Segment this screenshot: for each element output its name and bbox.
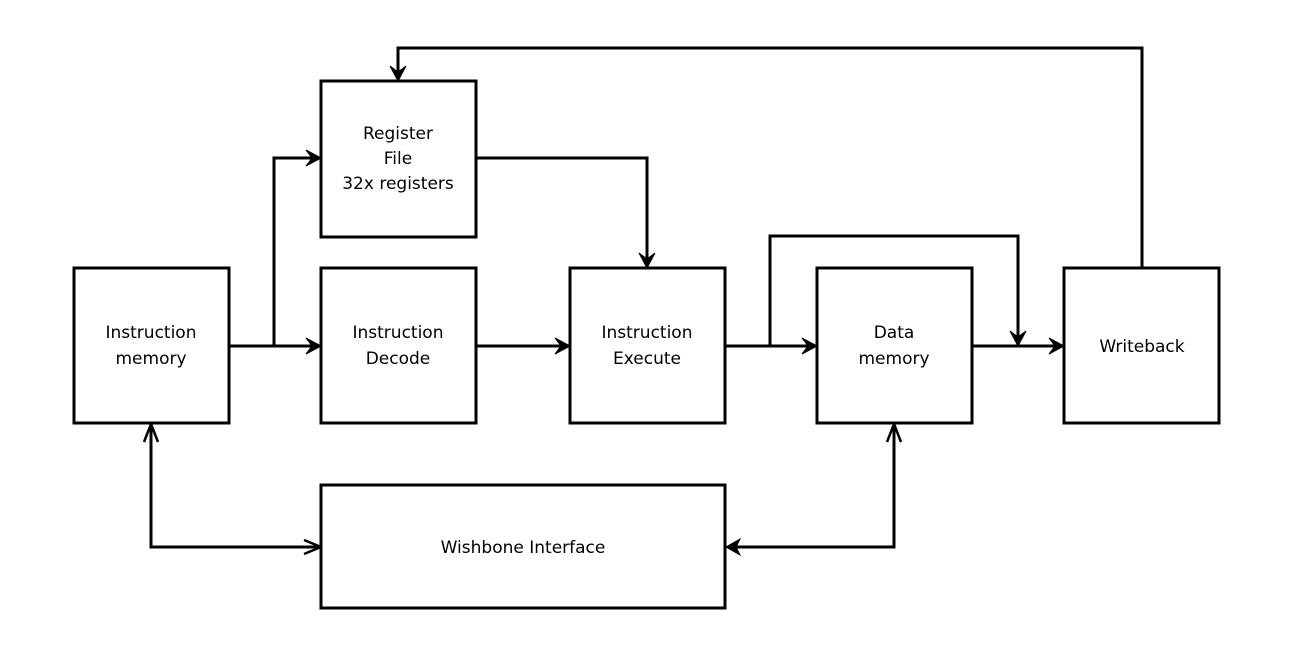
instruction-memory-label-line-2: memory xyxy=(115,349,186,369)
register-file-to-execute-wire xyxy=(476,156,649,259)
wishbone-interface-label: Wishbone Interface xyxy=(441,538,606,558)
instruction-execute-label-line-1: Instruction xyxy=(602,323,693,343)
bypass-down-arrow xyxy=(1009,330,1027,348)
data-memory-block: Data memory xyxy=(815,266,974,425)
writeback-label: Writeback xyxy=(1099,337,1184,357)
data-memory-wishbone-wire xyxy=(730,428,896,549)
writeback-input-arrow xyxy=(1048,337,1066,355)
instruction-to-register-file-wire xyxy=(272,156,312,346)
execute-top-arrow xyxy=(638,252,656,270)
execute-input-arrow xyxy=(554,337,572,355)
instruction-decode-label-line-2: Decode xyxy=(366,349,431,369)
register-file-label-line-2: File xyxy=(384,149,412,169)
register-file-block: Register File 32x registers xyxy=(319,79,478,239)
instruction-decode-label-line-1: Instruction xyxy=(353,323,444,343)
data-memory-input-arrow xyxy=(801,337,819,355)
wishbone-right-input-arrow xyxy=(724,537,742,557)
instruction-memory-block: Instruction memory xyxy=(72,266,231,425)
instruction-execute-block: Instruction Execute xyxy=(568,266,727,425)
data-memory-label-line-2: memory xyxy=(858,349,929,369)
instruction-memory-wishbone-wire xyxy=(149,428,318,549)
register-file-left-arrow xyxy=(305,149,323,167)
writeback-to-register-file-wire xyxy=(396,46,1144,268)
instruction-decode-block: Instruction Decode xyxy=(319,266,478,425)
data-memory-label-line-1: Data xyxy=(874,323,915,343)
register-file-label-line-1: Register xyxy=(363,124,433,144)
execute-bypass-wire xyxy=(768,234,1020,346)
decode-input-arrow xyxy=(305,337,323,355)
writeback-block: Writeback xyxy=(1062,266,1221,425)
instruction-memory-label-line-1: Instruction xyxy=(106,323,197,343)
instruction-execute-label-line-2: Execute xyxy=(613,349,681,369)
register-file-input-arrow xyxy=(389,65,407,83)
wishbone-interface-block: Wishbone Interface xyxy=(319,483,727,610)
register-file-label-line-3: 32x registers xyxy=(342,174,454,194)
